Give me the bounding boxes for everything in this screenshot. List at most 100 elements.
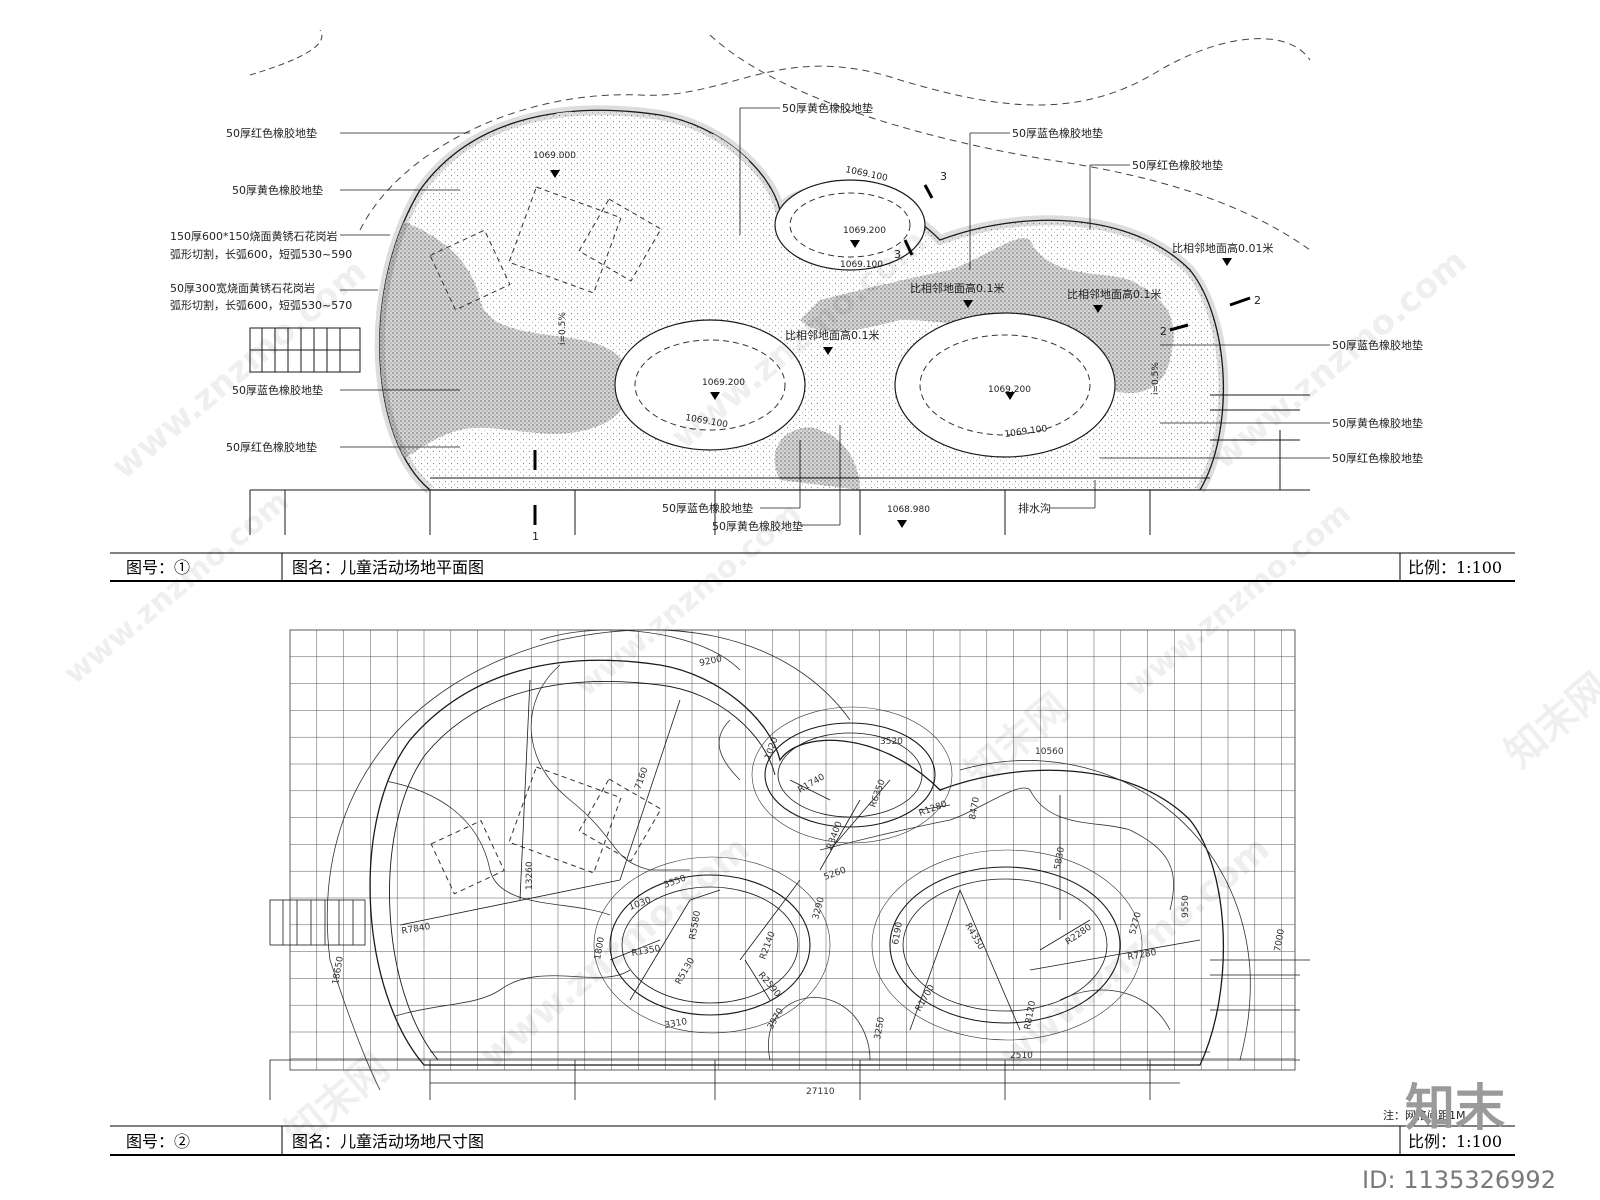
dim-7160: 7160 [633,766,650,791]
section-mark-2: 2 [1254,294,1261,307]
figure-number-1: 图号：① [126,558,190,577]
grid-spacing-note: 注：网格间距1M [1383,1108,1466,1122]
dim-r6350: R6350 [868,778,887,809]
label-red-mat-top: 50厚红色橡胶地垫 [226,126,317,140]
dimension-drawing: 9200 1020 7160 3520 10560 R1740 R6350 R3… [269,629,1466,1122]
label-yellow-mat-top: 50厚黄色橡胶地垫 [782,101,873,115]
dim-13260: 13260 [525,861,535,890]
raised-mound-left [614,319,806,451]
mound-top-contour [789,192,911,258]
dim-2510: 2510 [1010,1051,1033,1061]
dim-r4350: R4350 [962,922,985,952]
dim-play-equipment-dashed [430,766,662,895]
dim-mound-top-outer [751,706,953,844]
entrance-strips [249,327,361,373]
label-granite-edge-1-note: 弧形切割，长弧600，短弧530~590 [170,247,352,261]
dim-r1700: R1700 [914,983,937,1013]
title-bar-plan: 图号：① 图名：儿童活动场地平面图 比例：1:100 [110,552,1515,582]
label-granite-edge-1: 150厚600*150烧面黄锈石花岗岩 [170,229,338,243]
grid-lines [290,630,1295,1070]
dim-r2280: R2280 [1064,922,1094,947]
label-granite-edge-2: 50厚300宽烧面黄锈石花岗岩 [170,281,315,295]
dim-mound-left [609,874,811,1016]
title-bar-dimension: 图号：② 图名：儿童活动场地尺寸图 比例：1:100 [110,1125,1515,1156]
section-cut-marks [533,184,1251,525]
label-blue-mat-bottom: 50厚蓝色橡胶地垫 [662,501,753,515]
dim-mound-right-outer [871,849,1143,1041]
dim-9200: 9200 [699,654,724,669]
dim-arc-left-bottom [329,959,381,1091]
elevation-7: 1069.200 [988,385,1031,395]
elevation-markers [550,170,1232,528]
watermark-brand-1: 知末网 [957,684,1078,796]
label-higher-0-1-b: 比相邻地面高0.1米 [910,281,1005,295]
dim-r1740: R1740 [797,772,827,795]
label-drain: 排水沟 [1018,501,1051,515]
label-yellow-mat-left: 50厚黄色橡胶地垫 [232,183,323,197]
watermark-site-3: www.znzmo.com [1204,241,1474,477]
dim-3520: 3520 [880,737,903,747]
dim-5260: 5260 [823,865,848,882]
dim-play-area-outline [369,659,1225,1066]
mound-right-contour [919,334,1091,436]
blue-mat-zone-bottom [774,427,860,490]
dim-27110: 27110 [806,1087,835,1097]
dim-6190: 6190 [891,921,905,946]
elevation-4: 1069.100 [840,260,883,270]
image-id: ID: 1135326992 [1362,1166,1556,1194]
elevation-1: 1069.000 [533,151,576,161]
dim-mound-left-outer [593,856,831,1034]
paving-band [249,394,1310,535]
label-blue-mat-top: 50厚蓝色橡胶地垫 [1012,126,1103,140]
dim-r2590: R2590 [756,971,783,1000]
section-mark-3: 3 [940,170,947,183]
radius-lines [399,679,1201,1031]
dim-3250: 3250 [873,1016,887,1041]
label-red-mat-right: 50厚红色橡胶地垫 [1332,451,1423,465]
watermark-site-8: www.znzmo.com [992,828,1277,1077]
dim-r5130: R5130 [674,956,697,986]
elevation-5: 1069.200 [702,378,745,388]
figure-scale-2: 比例：1:100 [1408,1132,1502,1151]
watermark-brand-3: 知末网 [1497,664,1600,776]
label-granite-edge-2-note: 弧形切割，长弧600，短弧530~570 [170,298,352,312]
dim-18650: 18650 [331,955,346,985]
dim-3290: 3290 [811,896,827,921]
slope-1: i=0.5% [558,312,568,345]
plan-drawing: 50厚红色橡胶地垫 50厚黄色橡胶地垫 150厚600*150烧面黄锈石花岗岩 … [170,29,1423,543]
raised-mound-top [774,179,926,271]
play-equipment-dashed [429,186,662,311]
yellow-mat-zone-top [531,110,752,320]
watermark-site-6: www.znzmo.com [1119,496,1357,704]
grid-frame [289,629,1296,1071]
dim-paving-band [269,959,1310,1100]
label-red-mat-top-right: 50厚红色橡胶地垫 [1132,158,1223,172]
dim-3970: 3970 [766,1006,786,1031]
figure-name-1: 图名：儿童活动场地平面图 [292,558,484,577]
dim-1800: 1800 [593,936,607,961]
dim-10560: 10560 [1035,747,1064,757]
slope-2: i=0.5% [1151,362,1161,395]
label-yellow-mat-right: 50厚黄色橡胶地垫 [1332,416,1423,430]
label-red-mat-bottom-left: 50厚红色橡胶地垫 [226,440,317,454]
label-higher-0-1-c: 比相邻地面高0.1米 [1067,287,1162,301]
blue-mat-zone-left [379,210,632,480]
leader-lines [340,107,1330,526]
label-blue-mat-right: 50厚蓝色橡胶地垫 [1332,338,1423,352]
dim-8470: 8470 [968,796,982,821]
dim-mound-right-inner [902,878,1108,1012]
figure-number-2: 图号：② [126,1132,190,1151]
dim-7000: 7000 [1273,928,1287,953]
dim-arc-outer [326,629,851,961]
dim-r2140: R2140 [758,930,777,961]
dim-arc-right [959,760,1251,1061]
dim-1020: 1020 [763,736,780,761]
outer-dashed-line [249,29,323,76]
dim-arc-top [539,629,741,671]
label-yellow-mat-bottom: 50厚黄色橡胶地垫 [712,519,803,533]
dim-9550: 9550 [1181,895,1191,918]
brand-logo-text: 知末 [1405,1079,1505,1137]
dim-mound-right [889,866,1121,1024]
dim-5830: 5830 [1053,846,1067,871]
